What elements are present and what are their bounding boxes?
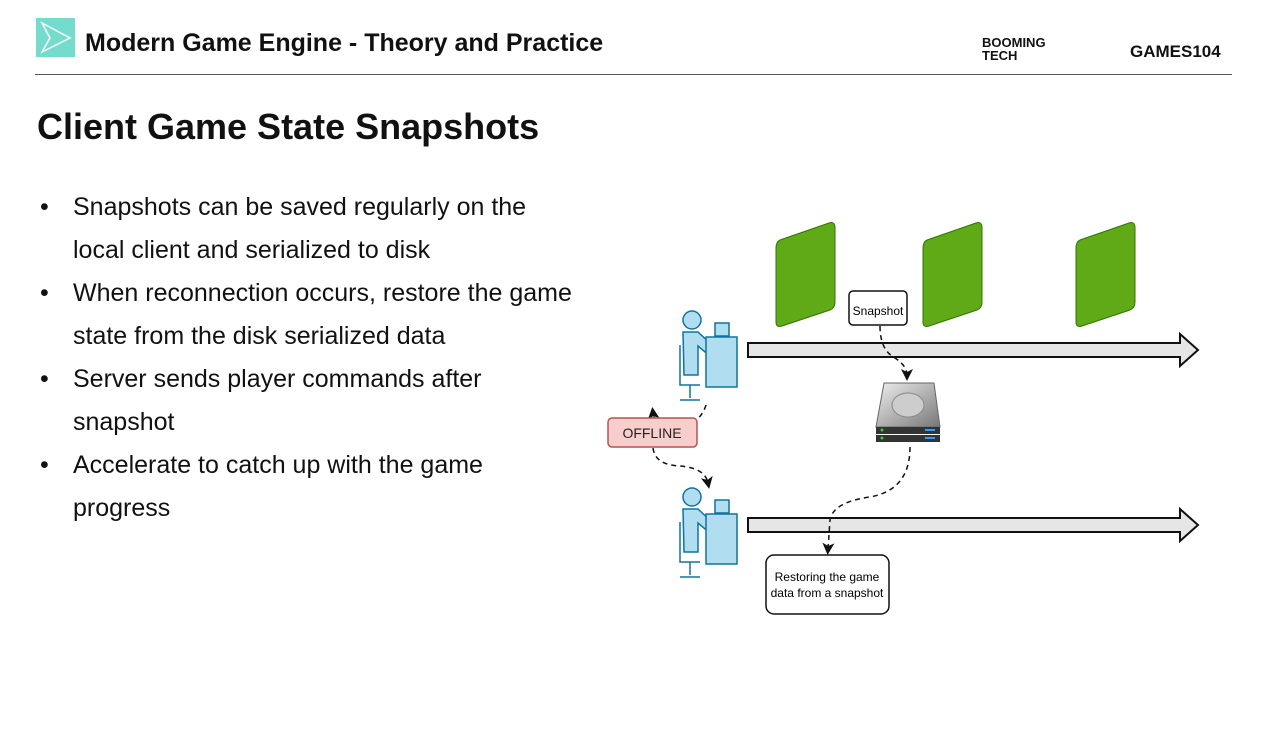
snapshot-label: Snapshot (853, 304, 904, 318)
bullet-item: When reconnection occurs, restore the ga… (40, 272, 580, 358)
course-logo-icon (36, 18, 75, 57)
restore-label-box: Restoring the game data from a snapshot (765, 554, 890, 615)
restore-label-line: Restoring the game (775, 570, 880, 584)
restore-label-line: data from a snapshot (771, 586, 884, 600)
snapshot-label-box: Snapshot (848, 290, 908, 326)
timeline-arrow-top (747, 331, 1200, 369)
bullet-item: Snapshots can be saved regularly on the … (40, 186, 580, 272)
page-title: Client Game State Snapshots (37, 106, 540, 147)
bullet-list: Snapshots can be saved regularly on the … (40, 186, 580, 530)
connector-snapshot-to-disk (879, 325, 913, 381)
header-divider (35, 74, 1232, 75)
user-at-desk-icon (679, 487, 738, 578)
disk-storage-icon (875, 382, 941, 442)
game-frame-2 (922, 222, 983, 327)
games104-logo: GAMES104 (1130, 42, 1221, 61)
user-at-desk-icon (679, 310, 738, 401)
offline-label: OFFLINE (622, 425, 681, 441)
game-frame-3 (1075, 222, 1136, 327)
offline-status-box: OFFLINE (607, 417, 698, 448)
connector-to-offline (647, 404, 707, 429)
brand-line: BOOMING (982, 35, 1046, 50)
bullet-item: Server sends player commands after snaps… (40, 358, 580, 444)
brand-line: TECH (982, 48, 1018, 63)
bullet-item: Accelerate to catch up with the game pro… (40, 444, 580, 530)
timeline-arrow-bottom (747, 506, 1200, 544)
game-frame-1 (775, 222, 836, 327)
booming-tech-logo: BOOMING TECH (982, 36, 1046, 62)
header-title: Modern Game Engine - Theory and Practice (85, 29, 604, 57)
connector-disk-to-restore (822, 446, 911, 555)
connector-offline-to-user (652, 447, 713, 489)
